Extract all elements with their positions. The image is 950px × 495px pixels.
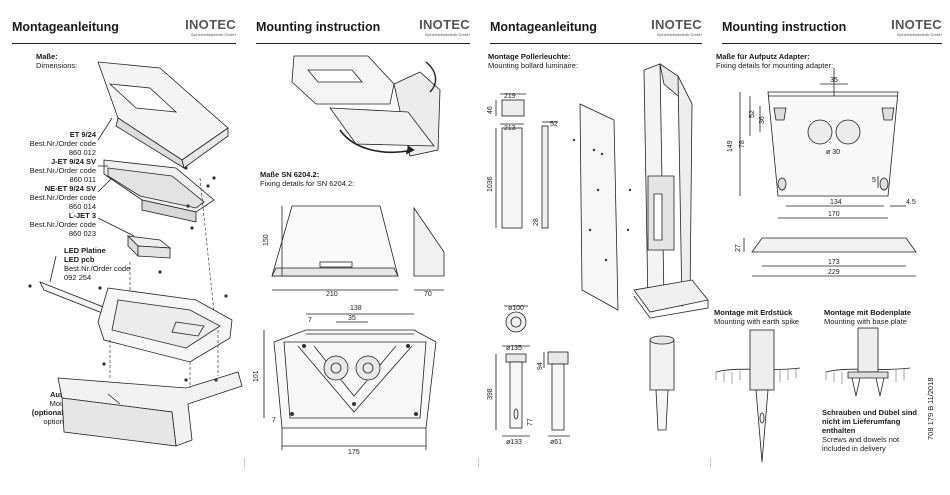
dim-top: 138 [350, 305, 362, 312]
panel-title: Montageanleitung [490, 20, 597, 34]
dim-m: ø61 [550, 439, 562, 446]
dim-k: 27 [735, 244, 742, 252]
fold-mark [710, 458, 711, 468]
adapter-heading-en: Fixing details for mounting adapter: [716, 61, 834, 70]
fold-mark [478, 458, 479, 468]
dim-h: 134 [830, 199, 842, 206]
dim-a: 35 [830, 77, 838, 84]
sn-heading-en: Fixing details for SN 6204.2: [260, 179, 355, 188]
panel-title: Montageanleitung [12, 20, 119, 34]
adapter-dimension-drawings: 35 52 36 78 149 ø 30 5 134 4.5 170 27 17… [715, 68, 917, 463]
dimensions-heading-en: Dimensions: [36, 61, 78, 70]
fold-mark [244, 458, 245, 468]
panel-title: Mounting instruction [722, 20, 847, 34]
dim-j: 170 [828, 211, 840, 218]
screws-note-de: Schrauben und Dübel sind nicht im Liefer… [822, 408, 918, 435]
document-number: 708 179 B [926, 405, 935, 440]
dim-l: 173 [828, 259, 840, 266]
sn-heading-de: Maße SN 6204.2: [260, 170, 320, 179]
sn-dimension-drawings: 150 210 70 138 35 7 101 7 175 [253, 55, 445, 456]
dim-b: 46 [487, 106, 494, 114]
dim-bottom: 175 [348, 449, 360, 456]
dim-s1: 7 [308, 317, 312, 324]
dim-j: 94 [537, 362, 544, 370]
dim-e: 1036 [487, 176, 494, 192]
dim-c: 213 [504, 125, 516, 132]
dim-f: ø 30 [826, 149, 840, 156]
dim-mid: 35 [348, 315, 356, 322]
adapter-heading-de: Maße für Aufputz Adapter: [716, 52, 810, 61]
dim-i: 4.5 [906, 199, 916, 206]
document-date: 11/2018 [926, 377, 935, 404]
dim-e: 149 [727, 140, 734, 152]
dim-s2: 7 [272, 417, 276, 424]
dim-b: 52 [749, 110, 756, 118]
bollard-heading-en: Mounting bollard luminaire: [488, 61, 579, 70]
base-plate-heading-en: Mounting with base plate [824, 317, 907, 326]
dim-a: 219 [504, 93, 516, 100]
dim-i: 398 [487, 388, 494, 400]
dim-f: 28 [533, 218, 540, 226]
dim-side: 101 [253, 370, 260, 382]
dimensions-heading-de: Maße: [36, 52, 58, 61]
dim-g: 5 [872, 177, 876, 184]
earth-spike-heading-de: Montage mit Erdstück [714, 308, 793, 317]
bollard-heading-de: Montage Pollerleuchte: [488, 52, 571, 61]
dim-d: 52 [550, 121, 558, 128]
dim-width: 210 [326, 291, 338, 298]
base-plate-heading-de: Montage mit Bodenplate [824, 308, 912, 317]
dim-d: 78 [739, 140, 746, 148]
dim-depth: 70 [424, 291, 432, 298]
earth-spike-heading-en: Mounting with earth spike [714, 317, 800, 326]
screws-note-en: Screws and dowels not included in delive… [822, 435, 900, 453]
dim-m: 229 [828, 269, 840, 276]
dim-h: ø135 [506, 345, 522, 352]
dim-k: 77 [527, 418, 534, 426]
dim-g: ø100 [508, 305, 524, 312]
bollard-drawings: 219 46 213 52 1036 28 ø100 ø135 398 94 7… [487, 63, 709, 446]
panel-title: Mounting instruction [256, 20, 381, 34]
dim-height: 150 [263, 234, 270, 246]
dim-c: 36 [759, 116, 766, 124]
exploded-view-drawing [28, 61, 243, 447]
dim-l: ø133 [506, 439, 522, 446]
